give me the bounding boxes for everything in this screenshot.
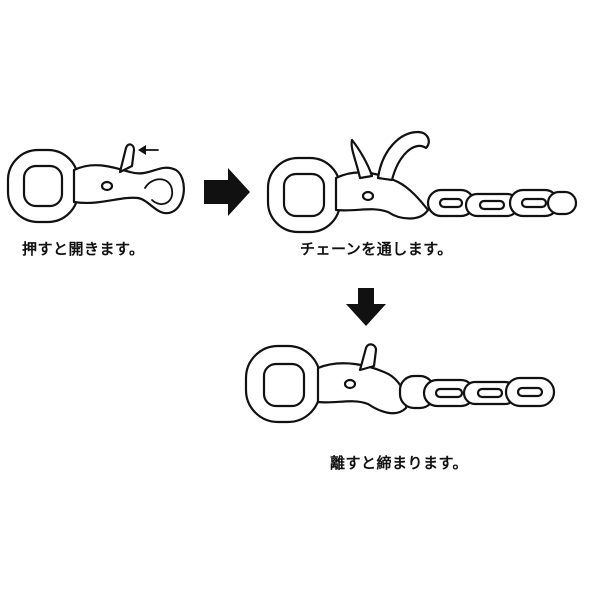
- arrow-down-icon: [346, 288, 386, 326]
- chain: [398, 374, 556, 410]
- step-1-caption: 押すと開きます。: [22, 240, 145, 258]
- snap-hook-chain-insert-illustration: [266, 130, 578, 234]
- hook-lever: [350, 138, 374, 180]
- step-2-caption: チェーンを通します。: [300, 240, 453, 258]
- hook-rivet: [343, 378, 357, 390]
- hook-rivet: [100, 180, 114, 192]
- hook-opening: [144, 178, 173, 205]
- chain-link-hole: [476, 387, 504, 399]
- hook-eye-hole: [22, 164, 64, 208]
- snap-hook-closed-illustration: [244, 343, 556, 424]
- hook-lever: [358, 343, 378, 372]
- chain-link-hole: [434, 387, 464, 399]
- chain: [426, 188, 578, 218]
- press-arrow-icon: [138, 145, 159, 155]
- chain-link-hole: [478, 199, 506, 211]
- chain-link-hole: [520, 197, 548, 209]
- hook-lever: [118, 143, 136, 174]
- hook-body: [72, 164, 185, 215]
- hook-body: [316, 362, 408, 415]
- step-3-caption: 離すと締まります。: [330, 454, 469, 472]
- chain-link-hole: [516, 386, 544, 398]
- hook-rivet: [361, 190, 375, 202]
- arrow-right-icon: [204, 168, 250, 216]
- chain-link-hole: [438, 197, 464, 209]
- hook-eye-hole: [262, 362, 306, 408]
- hook-gate-open: [376, 130, 430, 182]
- snap-hook-open-illustration: [6, 143, 185, 224]
- chain-link: [546, 190, 578, 216]
- hook-eye-hole: [282, 172, 326, 218]
